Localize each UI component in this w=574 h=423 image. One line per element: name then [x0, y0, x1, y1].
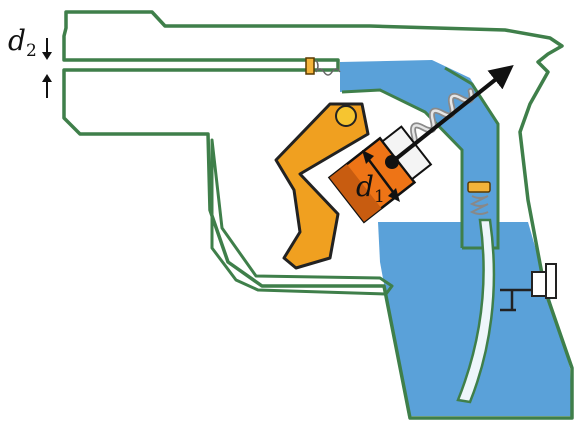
barrel-lines [66, 60, 300, 70]
d2-label: d2 [8, 24, 37, 61]
d2-dimension-arrows [42, 38, 52, 98]
